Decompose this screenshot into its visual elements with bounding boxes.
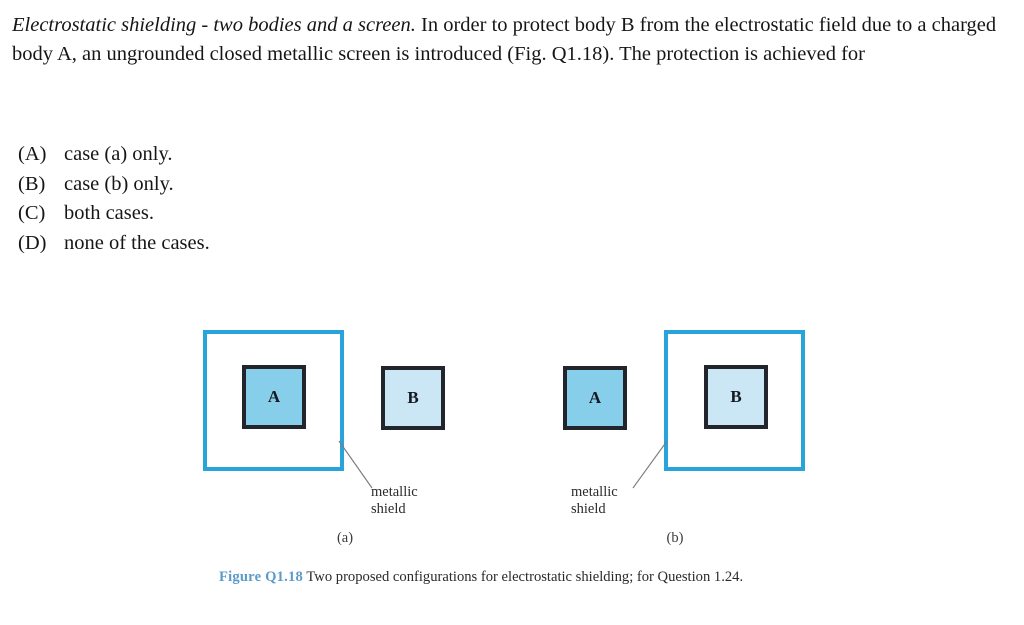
question-block: Electrostatic shielding - two bodies and… <box>12 11 1014 69</box>
option-row-b[interactable]: (B) case (b) only. <box>18 170 538 200</box>
option-label-b: case (b) only. <box>64 172 174 195</box>
leader-line-panel-b <box>632 440 668 489</box>
option-label-d: none of the cases. <box>64 231 210 254</box>
option-label-a: case (a) only. <box>64 143 173 165</box>
metallic-shield-box-a <box>203 330 344 471</box>
option-key-d: (D) <box>18 231 47 254</box>
metallic-shield-callout-panel-b: metallic shield <box>571 484 618 517</box>
body-b-label-panel-a: B <box>407 388 419 407</box>
question-text: Electrostatic shielding - two bodies and… <box>12 11 1014 69</box>
option-key-a: (A) <box>18 143 47 165</box>
metallic-shield-callout-panel-a: metallic shield <box>371 484 418 517</box>
question-title: Electrostatic shielding - two bodies and… <box>12 14 416 36</box>
option-key-b: (B) <box>18 172 46 195</box>
body-a-panel-b: A <box>563 366 627 430</box>
figure-caption-text: Two proposed configurations for electros… <box>303 569 744 585</box>
panel-label-a: (a) <box>336 530 354 546</box>
panel-label-b: (b) <box>666 530 684 546</box>
option-key-c: (C) <box>18 202 46 224</box>
body-b-panel-a: B <box>381 366 445 430</box>
figure-caption: Figure Q1.18 Two proposed configurations… <box>219 568 819 586</box>
option-row-c[interactable]: (C) both cases. <box>18 199 538 229</box>
body-b-label-panel-b: B <box>730 387 742 406</box>
figure-caption-lead: Figure Q1.18 <box>219 569 304 585</box>
metallic-shield-box-b <box>664 330 805 471</box>
option-label-c: both cases. <box>64 202 154 224</box>
body-a-panel-a: A <box>242 365 306 429</box>
leader-line-panel-a <box>338 440 373 489</box>
body-a-label-panel-b: A <box>588 388 602 407</box>
body-b-panel-b: B <box>704 365 768 429</box>
option-row-a[interactable]: (A) case (a) only. <box>18 140 538 170</box>
options-list: (A) case (a) only. (B) case (b) only. (C… <box>18 140 538 258</box>
body-a-label-panel-a: A <box>267 387 281 406</box>
question-body: In order to protect body B from the elec… <box>12 14 997 65</box>
option-row-d[interactable]: (D) none of the cases. <box>18 229 538 259</box>
